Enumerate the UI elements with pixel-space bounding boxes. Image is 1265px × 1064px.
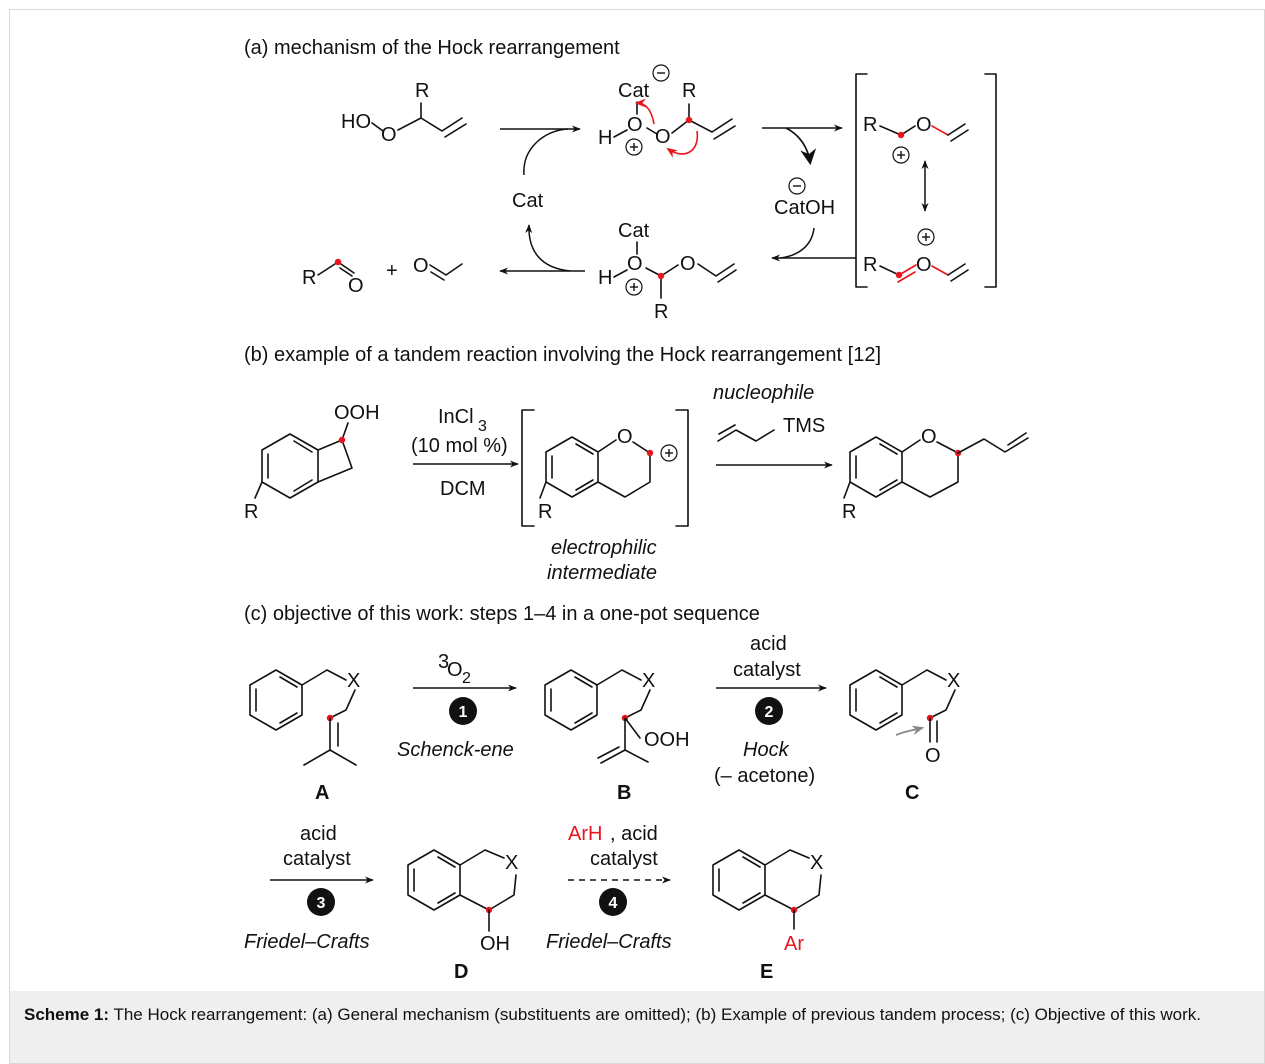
svg-text:O: O [680,253,696,275]
compound-c: X O C [849,669,960,804]
svg-text:R: R [682,80,696,102]
svg-text:1: 1 [459,704,468,721]
caption-text: The Hock rearrangement: (a) General mech… [109,1005,1201,1024]
step-badge-1 [449,697,477,725]
svg-text:nucleophile: nucleophile [713,382,814,404]
svg-text:, acid: , acid [610,823,658,845]
svg-text:O: O [348,275,364,297]
svg-text:Ar: Ar [784,933,804,955]
caption-label: Scheme 1: [24,1005,110,1024]
svg-text:R: R [244,501,258,523]
svg-text:R: R [538,501,552,523]
svg-text:X: X [505,852,518,874]
oxocarbenium-resonance: R O R O [855,73,997,288]
svg-text:R: R [654,301,668,323]
svg-text:X: X [810,852,823,874]
svg-text:O: O [617,426,633,448]
svg-text:acid: acid [300,823,337,845]
svg-text:+: + [386,260,398,282]
catalyst-peroxide-complex: Cat O H O R [598,64,736,158]
svg-text:OH: OH [480,933,510,955]
svg-text:3: 3 [317,895,326,912]
svg-text:O: O [627,114,643,136]
svg-text:B: B [617,782,631,804]
svg-text:electrophilic: electrophilic [551,537,657,559]
svg-text:Cat: Cat [618,80,650,102]
svg-text:O: O [921,426,937,448]
svg-text:O: O [413,255,429,277]
allyl-chromane: O R [842,426,1029,523]
svg-text:Hock: Hock [743,739,790,761]
svg-text:O: O [916,254,932,276]
svg-text:H: H [598,127,612,149]
svg-text:acid: acid [750,633,787,655]
indanyl-hydroperoxide: OOH R [244,402,380,523]
svg-text:O: O [627,253,643,275]
svg-text:R: R [302,267,316,289]
cat-reagent: Cat [512,190,544,212]
figure-caption: Scheme 1: The Hock rearrangement: (a) Ge… [10,991,1264,1063]
svg-text:2: 2 [765,704,774,721]
svg-text:Cat: Cat [618,220,650,242]
svg-text:OOH: OOH [334,402,380,424]
svg-text:catalyst: catalyst [733,659,801,681]
svg-text:R: R [863,254,877,276]
compound-e: X Ar E [712,849,823,983]
svg-text:A: A [315,782,329,804]
compound-b: X OOH B [544,669,690,804]
svg-text:4: 4 [609,895,618,912]
compound-a: X A [249,669,360,804]
svg-text:2: 2 [462,670,471,687]
svg-text:O: O [655,126,671,148]
svg-text:O: O [447,659,463,681]
svg-text:D: D [454,961,468,983]
svg-text:X: X [947,670,960,692]
step-badge-2 [755,697,783,725]
svg-text:R: R [415,80,429,102]
svg-text:Friedel–Crafts: Friedel–Crafts [244,931,370,953]
electrophilic-intermediate: O R [521,409,689,527]
panel-a-heading: (a) mechanism of the Hock rearrangement [244,37,620,59]
allyl-hydroperoxide: HO O R [341,80,467,146]
step-badge-3 [307,888,335,916]
svg-text:O: O [381,124,397,146]
svg-text:R: R [842,501,856,523]
svg-text:E: E [760,961,773,983]
svg-text:Friedel–Crafts: Friedel–Crafts [546,931,672,953]
reaction-scheme: (a) mechanism of the Hock rearrangement … [244,37,1029,983]
svg-text:InCl: InCl [438,406,474,428]
svg-text:3: 3 [478,418,487,435]
svg-text:Schenck-ene: Schenck-ene [397,739,514,761]
aldehyde-products: R O + O [302,255,463,297]
svg-text:ArH: ArH [568,823,602,845]
svg-text:C: C [905,782,919,804]
svg-text:X: X [642,670,655,692]
hemiacetal-complex: Cat O H O R [598,220,737,323]
svg-text:3: 3 [438,651,449,673]
step-badge-4 [599,888,627,916]
svg-text:(– acetone): (– acetone) [714,765,815,787]
svg-text:OOH: OOH [644,729,690,751]
panel-b-heading: (b) example of a tandem reaction involvi… [244,344,881,366]
svg-text:TMS: TMS [783,415,825,437]
svg-text:H: H [598,267,612,289]
figure-frame [9,9,1265,1064]
svg-text:catalyst: catalyst [590,848,658,870]
svg-text:X: X [347,670,360,692]
panel-c-heading: (c) objective of this work: steps 1–4 in… [244,603,760,625]
catoh-reagent: CatOH [774,197,835,219]
compound-d: X OH D [407,849,518,983]
svg-text:O: O [925,745,941,767]
svg-text:HO: HO [341,111,371,133]
svg-text:R: R [863,114,877,136]
svg-text:O: O [916,114,932,136]
svg-text:DCM: DCM [440,478,486,500]
svg-text:catalyst: catalyst [283,848,351,870]
svg-text:intermediate: intermediate [547,562,657,584]
svg-text:(10 mol %): (10 mol %) [411,435,508,457]
